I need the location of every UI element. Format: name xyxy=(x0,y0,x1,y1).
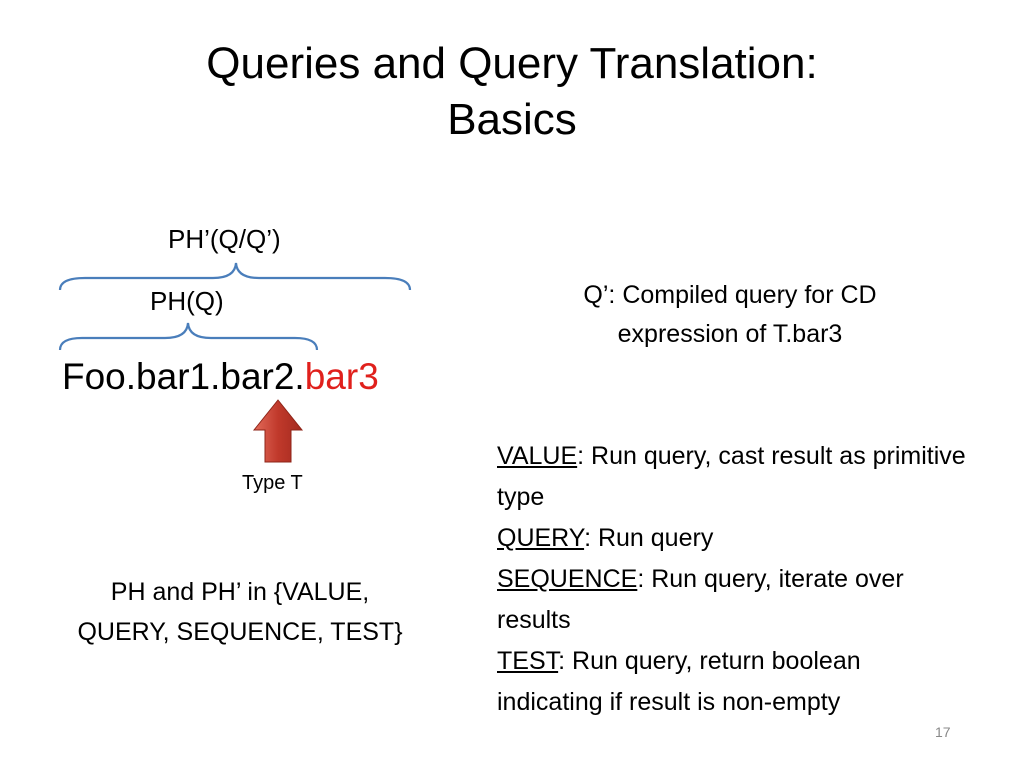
ph-outer-label: PH’(Q/Q’) xyxy=(168,224,281,254)
slide-number: 17 xyxy=(935,724,951,740)
expression-highlight: bar3 xyxy=(304,356,379,397)
mode-desc: : Run query, iterate over results xyxy=(497,565,904,634)
ph-note-line-2: QUERY, SEQUENCE, TEST} xyxy=(77,618,403,646)
qprime-note: Q’: Compiled query for CD expression of … xyxy=(530,276,930,354)
title-line-1: Queries and Query Translation: xyxy=(206,39,818,88)
mode-item: TEST: Run query, return boolean indicati… xyxy=(497,641,967,723)
title-line-2: Basics xyxy=(447,95,577,144)
mode-list: VALUE: Run query, cast result as primiti… xyxy=(497,436,967,723)
mode-key: TEST xyxy=(497,647,559,675)
mode-desc: : Run query, return boolean indicating i… xyxy=(497,647,861,716)
slide-title: Queries and Query Translation: Basics xyxy=(0,36,1024,148)
ph-inner-label: PH(Q) xyxy=(150,286,224,316)
mode-item: QUERY: Run query xyxy=(497,518,967,559)
inner-brace xyxy=(58,322,319,351)
type-label: Type T xyxy=(242,472,303,494)
up-arrow-icon xyxy=(252,399,304,463)
mode-item: VALUE: Run query, cast result as primiti… xyxy=(497,436,967,518)
expression: Foo.bar1.bar2.bar3 xyxy=(62,356,379,398)
mode-key: QUERY xyxy=(497,524,585,552)
mode-key: VALUE xyxy=(497,442,578,470)
expression-prefix: Foo.bar1.bar2. xyxy=(62,356,305,397)
outer-brace xyxy=(58,262,412,291)
mode-desc: : Run query xyxy=(584,524,714,552)
mode-desc: : Run query, cast result as primitive ty… xyxy=(497,442,966,511)
mode-item: SEQUENCE: Run query, iterate over result… xyxy=(497,559,967,641)
qprime-line-2: expression of T.bar3 xyxy=(617,320,843,348)
mode-key: SEQUENCE xyxy=(497,565,638,593)
qprime-line-1: Q’: Compiled query for CD xyxy=(583,281,877,309)
ph-note: PH and PH’ in {VALUE, QUERY, SEQUENCE, T… xyxy=(50,572,430,652)
ph-note-line-1: PH and PH’ in {VALUE, xyxy=(110,578,370,606)
